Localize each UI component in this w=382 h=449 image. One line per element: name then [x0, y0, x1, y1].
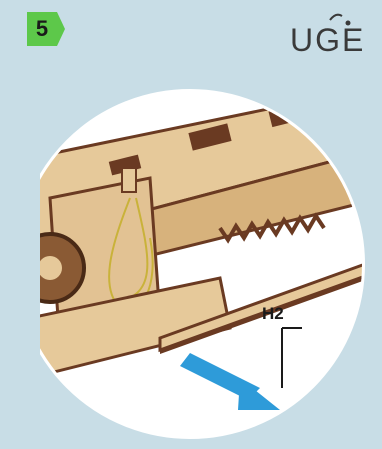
- step-number: 5: [27, 12, 57, 46]
- assembly-illustration: [40, 88, 382, 440]
- part-label-h2: H2: [262, 304, 284, 324]
- brand-logo: UGE: [290, 8, 382, 58]
- circular-detail-view: [40, 88, 382, 440]
- brand-text: UGE: [290, 22, 365, 58]
- step-badge: 5: [27, 12, 65, 46]
